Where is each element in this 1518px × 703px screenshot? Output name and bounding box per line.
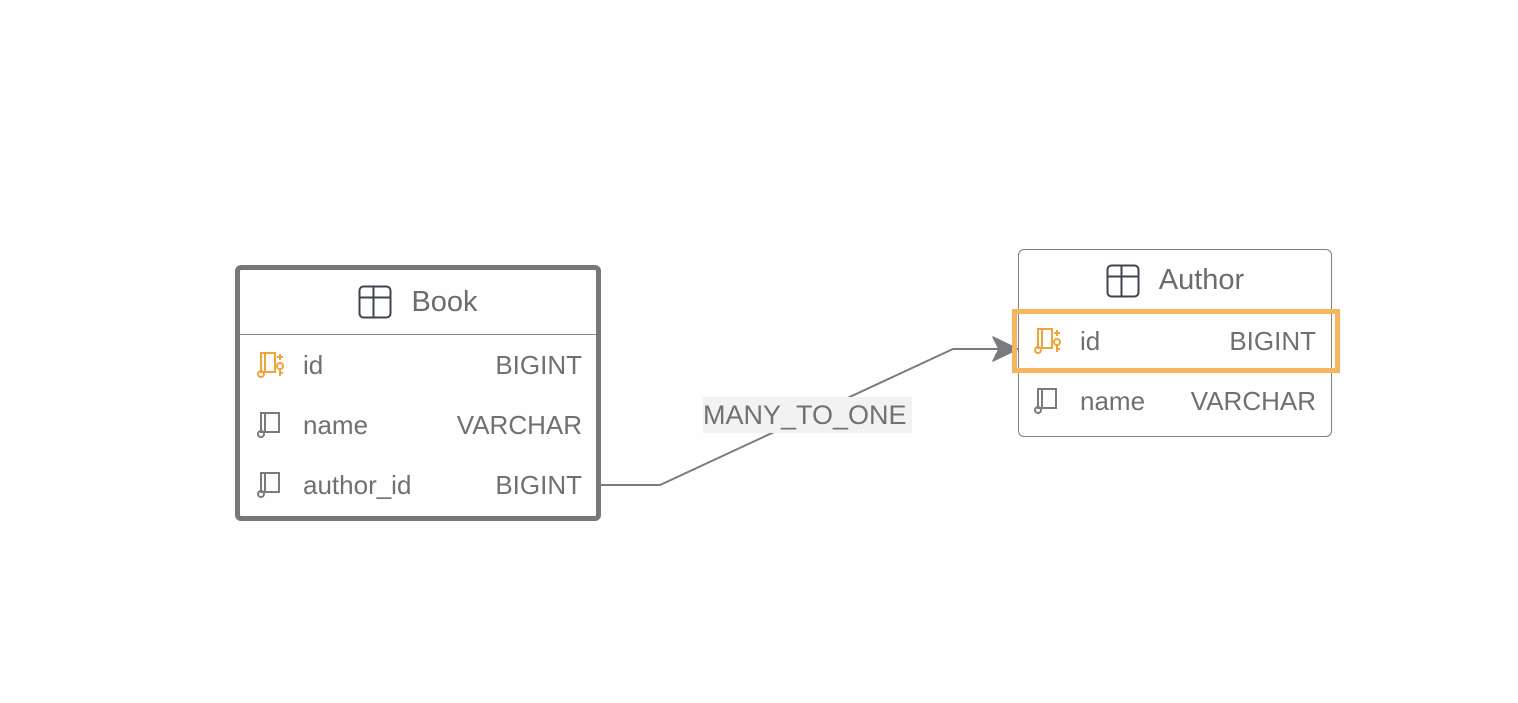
field-row-name[interactable]: name VARCHAR (1019, 371, 1331, 431)
field-name: author_id (303, 469, 412, 500)
key-column-icon (1034, 328, 1061, 354)
field-type: BIGINT (495, 469, 582, 500)
entity-author[interactable]: Author id BIGINT name VARCH (1012, 249, 1340, 437)
entity-title: Book (411, 285, 478, 318)
column-icon (1034, 388, 1057, 414)
table-icon (1106, 264, 1140, 297)
field-row-name[interactable]: name VARCHAR (240, 395, 596, 455)
field-name: id (1080, 325, 1101, 356)
entity-header[interactable]: Book (240, 270, 596, 335)
table-icon (358, 285, 392, 319)
field-name: name (1080, 385, 1146, 416)
field-name: name (303, 409, 369, 440)
entity-title: Author (1158, 264, 1245, 296)
entity-header[interactable]: Author (1019, 250, 1331, 311)
column-icon (257, 472, 280, 498)
field-row-id[interactable]: id BIGINT (240, 335, 596, 395)
column-icon (257, 412, 280, 438)
field-type: VARCHAR (1190, 385, 1316, 416)
field-row-author-id[interactable]: author_id BIGINT (240, 455, 596, 515)
entity-book[interactable]: Book id BIGINT name VARCHAR (235, 265, 601, 521)
key-column-icon (257, 352, 284, 378)
field-type: BIGINT (1229, 325, 1316, 356)
field-row-id[interactable]: id BIGINT (1012, 309, 1340, 373)
field-type: VARCHAR (456, 409, 582, 440)
relation-label[interactable]: MANY_TO_ONE (703, 397, 912, 433)
field-type: BIGINT (495, 349, 582, 380)
field-name: id (303, 349, 324, 380)
